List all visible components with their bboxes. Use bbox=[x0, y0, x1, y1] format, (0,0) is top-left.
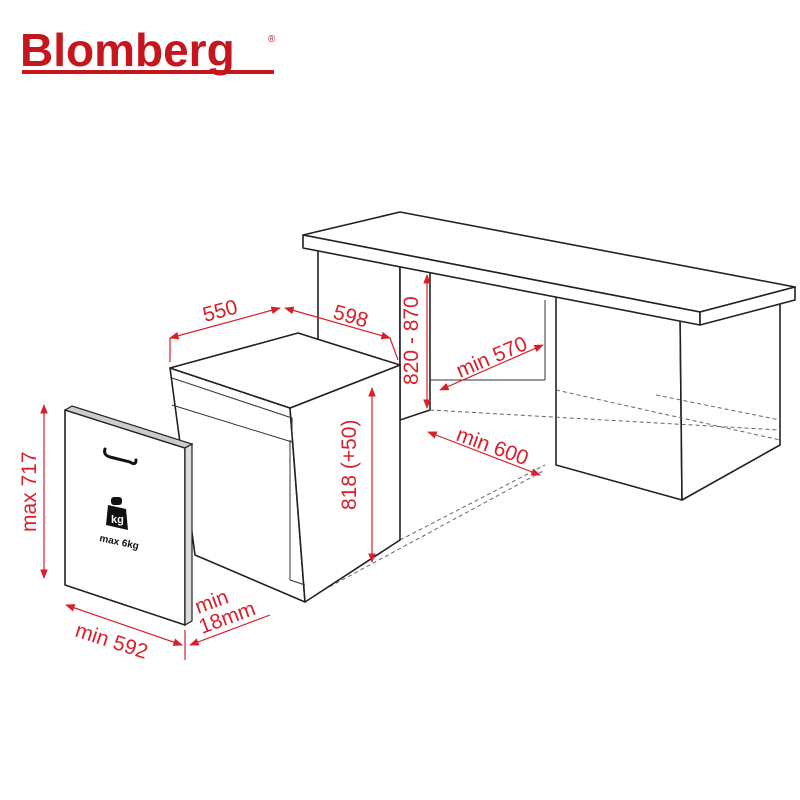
door-panel: kg max 6kg bbox=[63, 405, 194, 627]
depth-label: 550 bbox=[200, 296, 240, 327]
door-width-label: min 592 bbox=[72, 619, 150, 664]
niche-depth-label: min 570 bbox=[453, 332, 531, 382]
logo-text: Blomberg bbox=[20, 24, 235, 76]
door-height-label: max 717 bbox=[18, 451, 41, 532]
dimension-lines bbox=[40, 274, 544, 660]
right-cabinet-side bbox=[679, 294, 781, 501]
countertop-side bbox=[699, 286, 796, 326]
right-cabinet-front bbox=[555, 289, 683, 501]
niche-width-label: min 600 bbox=[453, 423, 531, 470]
blomberg-logo: Blomberg ® bbox=[20, 24, 276, 76]
dishwasher bbox=[169, 332, 401, 603]
niche-height-label: 820 - 870 bbox=[400, 296, 423, 385]
dishwasher-top bbox=[169, 332, 401, 409]
weight-icon-text: kg bbox=[111, 514, 124, 526]
logo-underline bbox=[22, 70, 274, 74]
registered-mark: ® bbox=[268, 34, 276, 45]
appliance-height-label: 818 (+50) bbox=[338, 420, 361, 510]
door-side-edge bbox=[184, 442, 193, 627]
weight-icon: kg bbox=[106, 497, 128, 530]
door-handle-icon bbox=[103, 447, 138, 466]
